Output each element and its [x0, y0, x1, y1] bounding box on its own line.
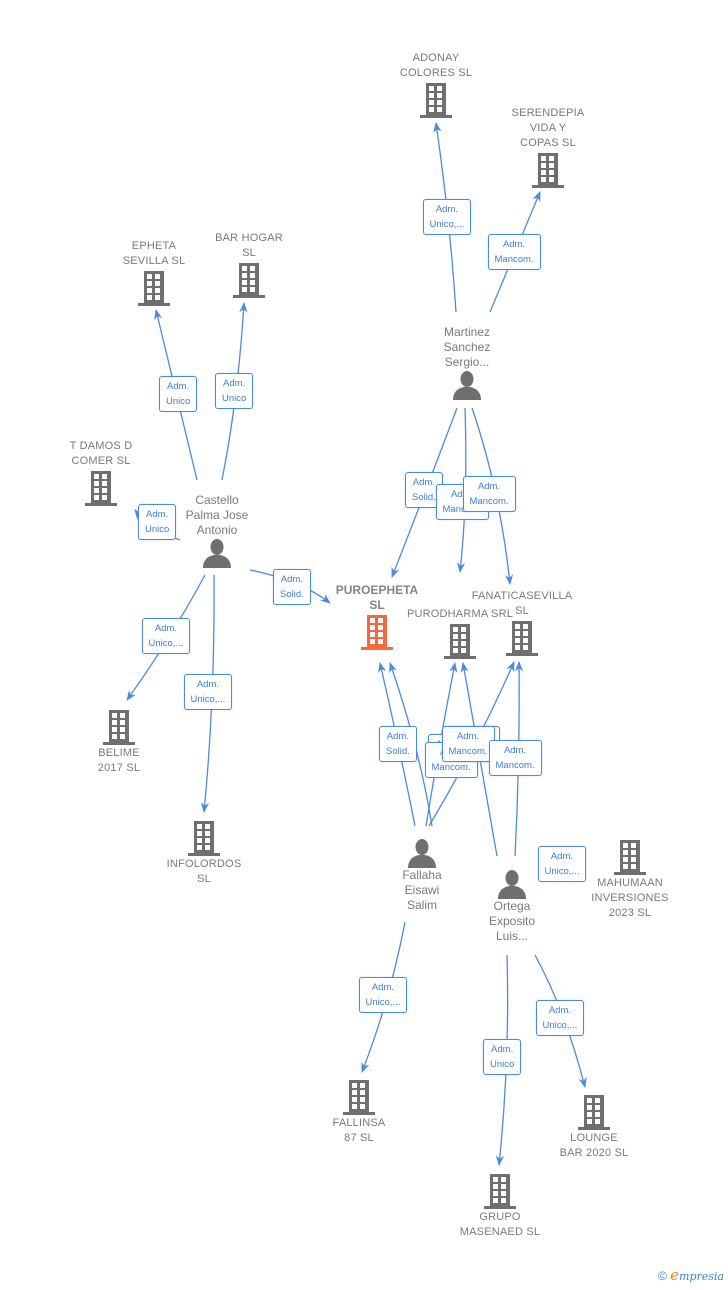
edge-label-castello-belime[interactable]: Adm. Unico,... [141, 618, 191, 654]
building-icon [560, 838, 700, 876]
node-puroepheta[interactable]: PUROEPHETA SL [307, 583, 447, 651]
brand-logo-initial: e [670, 1266, 680, 1284]
edge-label-ortega-grupo[interactable]: Adm. Unico [483, 1039, 522, 1075]
edge-castello-to-epheta [154, 308, 198, 481]
node-label: FALLINSA 87 SL [332, 1117, 386, 1144]
building-icon [289, 1078, 429, 1116]
node-label: Castello Palma Jose Antonio [185, 493, 249, 537]
node-label: SERENDEPIA VIDA Y COPAS SL [511, 107, 585, 149]
node-label: BAR HOGAR SL [215, 232, 283, 259]
node-mahumaan[interactable]: MAHUMAAN INVERSIONES 2023 SL [560, 838, 700, 921]
node-castello[interactable]: Castello Palma Jose Antonio [147, 493, 287, 568]
edge-label-castello-epheta[interactable]: Adm. Unico [159, 376, 198, 412]
node-label: T DAMOS D COMER SL [69, 440, 133, 467]
edge-label-martinez-adonay[interactable]: Adm. Unico,... [422, 199, 472, 235]
edge-label-castello-puroepheta[interactable]: Adm. Solid. [273, 569, 311, 605]
node-label: BELIME 2017 SL [97, 747, 141, 774]
edge-label-martinez-serendepia[interactable]: Adm. Mancom. [487, 234, 541, 270]
person-icon [397, 370, 537, 400]
node-label: ADONAY COLORES SL [399, 52, 473, 79]
building-icon [366, 81, 506, 119]
node-purodharma[interactable]: PURODHARMA SRL [390, 607, 530, 660]
node-label: GRUPO MASENAED SL [459, 1211, 541, 1238]
node-ortega[interactable]: Ortega Exposito Luis... [442, 869, 582, 944]
node-label: Ortega Exposito Luis... [488, 899, 536, 943]
building-icon [524, 1093, 664, 1131]
edge-label-castello-infolordos[interactable]: Adm. Unico,... [183, 674, 233, 710]
building-icon [390, 622, 530, 660]
node-fallinsa[interactable]: FALLINSA 87 SL [289, 1078, 429, 1146]
node-label: LOUNGE BAR 2020 SL [559, 1132, 629, 1159]
node-label: MAHUMAAN INVERSIONES 2023 SL [591, 877, 669, 919]
edge-label-fallaha-fallinsa[interactable]: Adm. Unico,... [358, 977, 408, 1013]
person-icon [442, 869, 582, 899]
node-belime[interactable]: BELIME 2017 SL [49, 708, 189, 776]
person-icon [147, 538, 287, 568]
node-barhogar[interactable]: BAR HOGAR SL [179, 231, 319, 299]
node-label: Fallaha Eisawi Salim [402, 868, 442, 912]
node-label: PUROEPHETA SL [335, 583, 419, 612]
node-fallaha[interactable]: Fallaha Eisawi Salim [352, 838, 492, 913]
building-icon [49, 708, 189, 746]
building-icon [307, 613, 447, 651]
node-serendepia[interactable]: SERENDEPIA VIDA Y COPAS SL [478, 106, 618, 189]
person-icon [352, 838, 492, 868]
building-icon [452, 619, 592, 657]
building-icon [179, 261, 319, 299]
edge-label-ortega-mahumaan[interactable]: Adm. Unico,... [537, 846, 587, 882]
node-label: Martinez Sanchez Sergio... [443, 325, 491, 369]
copyright-symbol: © [657, 1269, 667, 1283]
footer-brand: © empresia [658, 1266, 724, 1284]
edge-label-martinez-fanatica[interactable]: Adm. Mancom. [462, 476, 516, 512]
building-icon [430, 1172, 570, 1210]
node-martinez[interactable]: Martinez Sanchez Sergio... [397, 325, 537, 400]
node-label: PURODHARMA SRL [406, 608, 514, 620]
edge-label-ortega-fanatica[interactable]: Adm. Mancom. [488, 740, 542, 776]
node-tdamos[interactable]: T DAMOS D COMER SL [31, 439, 171, 507]
node-label: FANATICASEVILLA SL [471, 590, 573, 617]
brand-logo-text: mpresia [679, 1270, 724, 1283]
node-label: EPHETA SEVILLA SL [122, 240, 186, 267]
edge-label-fallaha-puroepheta[interactable]: Adm. Solid. [379, 726, 417, 762]
node-lounge[interactable]: LOUNGE BAR 2020 SL [524, 1093, 664, 1161]
node-fanatica[interactable]: FANATICASEVILLA SL [452, 589, 592, 657]
edge-label-castello-barhogar[interactable]: Adm. Unico [215, 373, 254, 409]
node-infolordos[interactable]: INFOLORDOS SL [134, 819, 274, 887]
node-adonay[interactable]: ADONAY COLORES SL [366, 51, 506, 119]
building-icon [134, 819, 274, 857]
building-icon [31, 469, 171, 507]
building-icon [478, 151, 618, 189]
node-grupo[interactable]: GRUPO MASENAED SL [430, 1172, 570, 1240]
edge-label-castello-tdamos[interactable]: Adm. Unico [138, 504, 177, 540]
building-icon [84, 269, 224, 307]
edge-label-ortega-lounge[interactable]: Adm. Unico,... [535, 1000, 585, 1036]
node-label: INFOLORDOS SL [166, 858, 242, 885]
edge-label-fallaha-fanatica[interactable]: Adm. Mancom. [441, 726, 495, 762]
node-epheta[interactable]: EPHETA SEVILLA SL [84, 239, 224, 307]
